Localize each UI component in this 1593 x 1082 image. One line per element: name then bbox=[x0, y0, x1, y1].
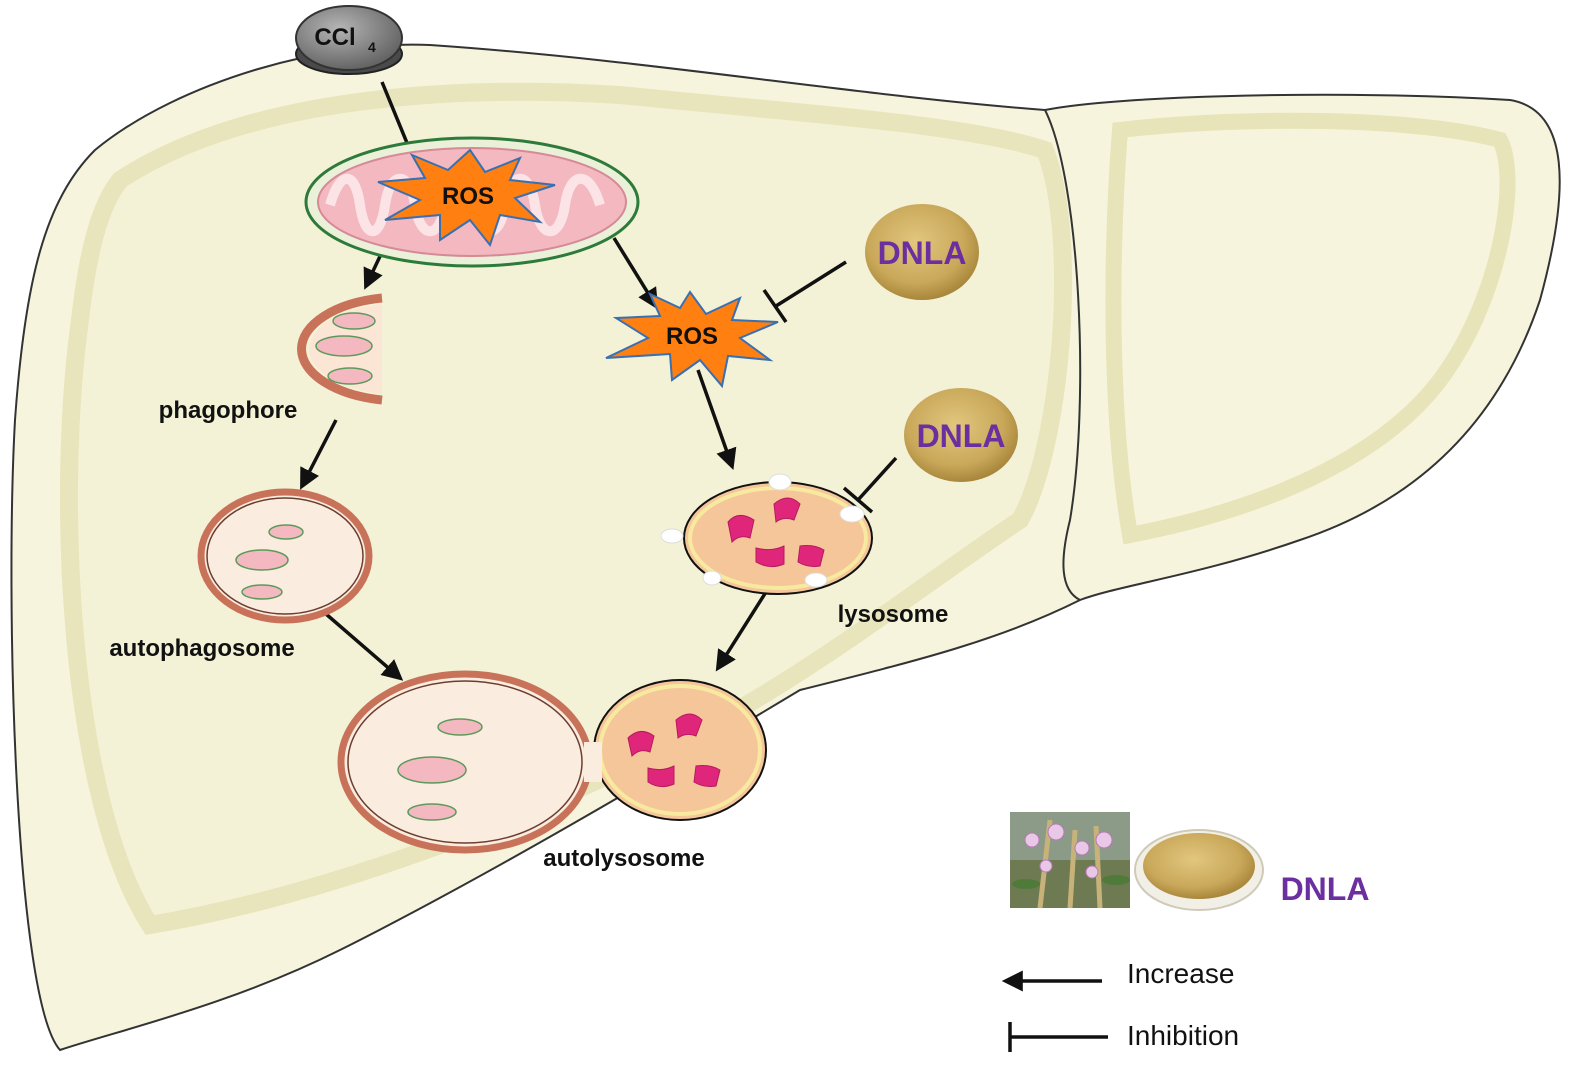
dnla-label-1: DNLA bbox=[878, 235, 967, 271]
autophagosome-label: autophagosome bbox=[109, 635, 294, 662]
phagophore: phagophore bbox=[159, 293, 383, 424]
dnla-powder-dish bbox=[1134, 829, 1264, 911]
ros-label-2: ROS bbox=[666, 323, 718, 350]
lysosome-label: lysosome bbox=[838, 601, 949, 628]
arrow-phagophore-to-autophagosome bbox=[300, 419, 338, 490]
arrow-lysosome-to-autolysosome bbox=[715, 591, 768, 672]
inhibition-dnla-ros bbox=[762, 260, 847, 323]
legend-increase: Increase bbox=[1001, 958, 1234, 992]
legend-dnla-source: DNLA bbox=[1010, 812, 1370, 911]
arrow-set bbox=[300, 81, 768, 681]
arrow-mitochondrion-to-ros bbox=[612, 237, 659, 310]
autophagosome: autophagosome bbox=[109, 488, 373, 662]
dnla-powder-2: DNLA bbox=[904, 388, 1018, 482]
dnla-powder-1: DNLA bbox=[865, 204, 979, 300]
ccl4-subscript: 4 bbox=[368, 39, 376, 55]
legend-increase-label: Increase bbox=[1127, 958, 1234, 989]
ros-burst-cytosol: ROS bbox=[605, 290, 779, 389]
dnla-label-3: DNLA bbox=[1281, 871, 1370, 907]
autolysosome-label: autolysosome bbox=[543, 845, 704, 872]
inhibition-dnla-lysosome bbox=[842, 456, 898, 514]
dnla-label-2: DNLA bbox=[917, 418, 1006, 454]
ros-burst-mitochondrion: ROS bbox=[377, 148, 556, 248]
ccl4-label: CCl bbox=[314, 24, 355, 51]
ccl4-cylinder: CCl 4 bbox=[295, 5, 403, 75]
inhibition-set bbox=[762, 260, 898, 514]
orchid-photo bbox=[1010, 812, 1130, 909]
legend-inhibition: Inhibition bbox=[1008, 1020, 1239, 1052]
phagophore-label: phagophore bbox=[159, 397, 298, 424]
arrow-ros-to-lysosome bbox=[696, 369, 737, 470]
ros-label-1: ROS bbox=[442, 183, 494, 210]
autolysosome: autolysosome bbox=[337, 670, 767, 872]
arrow-mitochondrion-to-phagophore bbox=[363, 251, 384, 290]
arrow-autophagosome-to-autolysosome bbox=[324, 612, 404, 681]
lysosome: lysosome bbox=[660, 473, 949, 628]
legend-inhibition-label: Inhibition bbox=[1127, 1020, 1239, 1051]
